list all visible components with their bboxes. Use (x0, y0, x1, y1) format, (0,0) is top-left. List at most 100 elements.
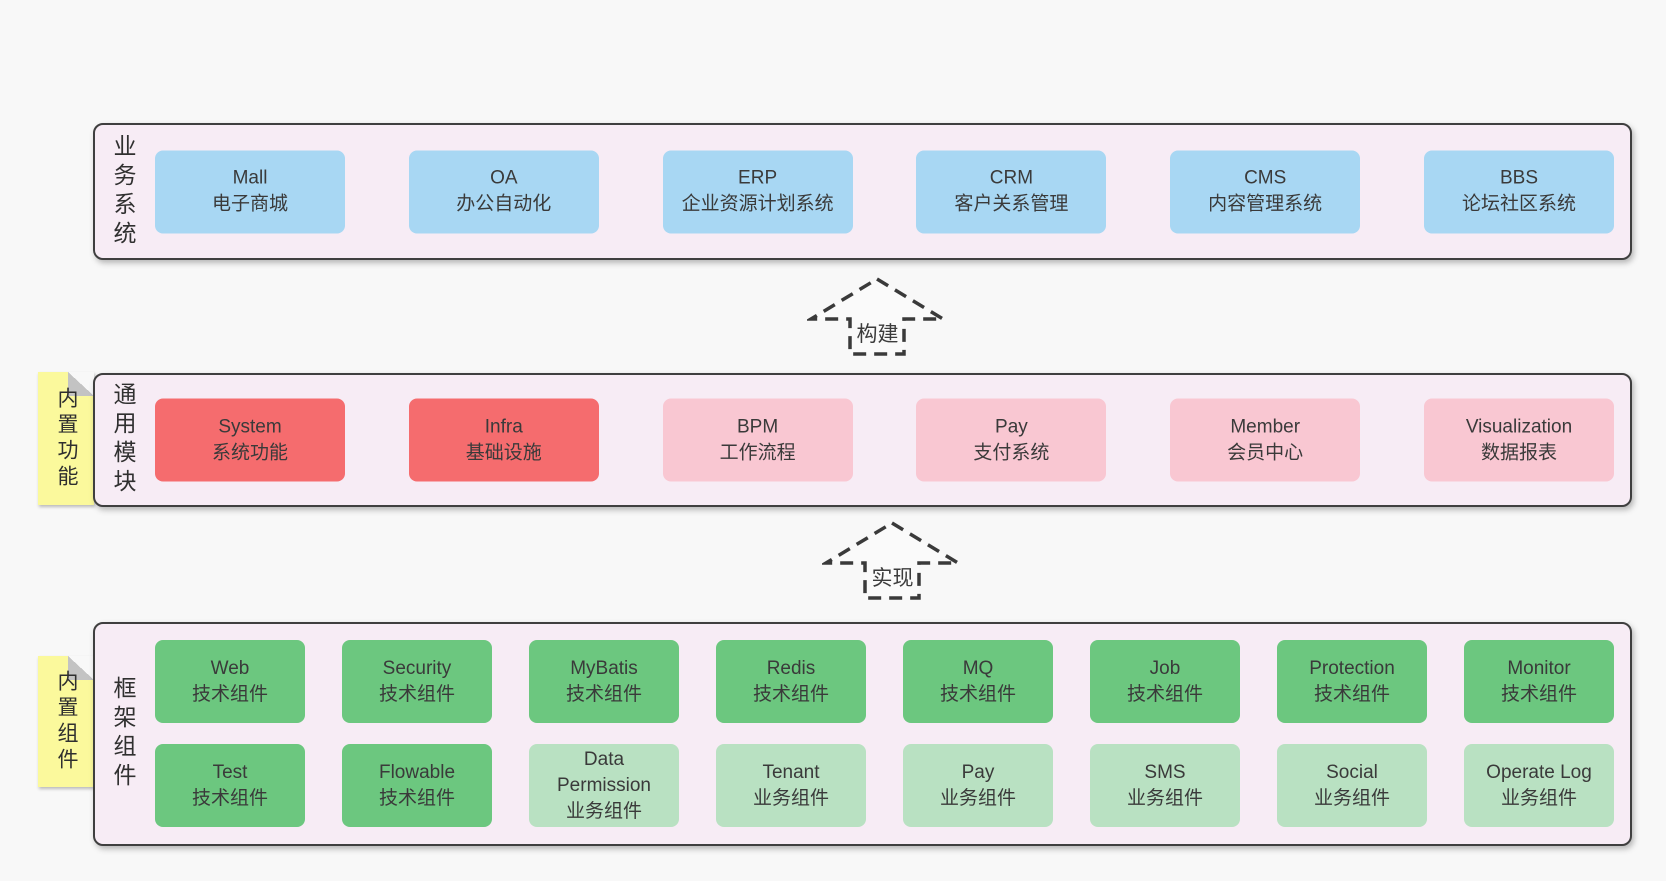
arrow-implement: 实现 (822, 519, 963, 603)
box-subtitle: 客户关系管理 (954, 193, 1069, 215)
arrow-build-label: 构建 (856, 323, 899, 346)
components-row-2: Test 技术组件 Flowable 技术组件 Data Permission … (155, 744, 1614, 827)
sticky-builtin-functions: 内置功能 (38, 372, 94, 505)
box-title: Web (210, 657, 250, 679)
box-bpm: BPM 工作流程 (662, 398, 853, 482)
box-title: Member (1230, 416, 1301, 437)
box-subtitle: 技术组件 (191, 683, 268, 705)
box-title: Pay (961, 761, 995, 783)
box-subtitle: 企业资源计划系统 (681, 193, 834, 215)
box-cms: CMS 内容管理系统 (1170, 150, 1361, 233)
box-title: Test (212, 761, 248, 783)
box-data-permission: Data Permission 业务组件 (529, 744, 679, 827)
box-subtitle: 技术组件 (1126, 683, 1203, 705)
box-infra: Infra 基础设施 (408, 398, 599, 482)
box-pay-component: Pay 业务组件 (903, 744, 1053, 827)
box-subtitle: 系统功能 (211, 442, 288, 463)
box-bbs: BBS 论坛社区系统 (1423, 150, 1614, 233)
box-subtitle: 技术组件 (939, 683, 1016, 705)
box-mall: Mall 电子商城 (155, 150, 345, 233)
box-subtitle: 业务组件 (752, 787, 829, 809)
box-title: Job (1149, 657, 1181, 679)
arrow-build: 构建 (807, 275, 948, 359)
box-tenant: Tenant 业务组件 (716, 744, 866, 827)
folded-corner-icon (68, 372, 94, 396)
box-social: Social 业务组件 (1277, 744, 1427, 827)
box-title: ERP (738, 167, 778, 189)
box-title: Infra (484, 416, 523, 437)
dashed-up-arrow-icon (822, 520, 963, 600)
section-framework-components: 框架组件 Web 技术组件 Security 技术组件 MyBatis 技术组件… (93, 622, 1632, 846)
box-security: Security 技术组件 (342, 640, 492, 723)
box-subtitle: 业务组件 (1126, 787, 1203, 809)
box-title: Security (382, 657, 452, 679)
box-title: MQ (962, 657, 994, 679)
box-subtitle: 会员中心 (1227, 442, 1304, 463)
box-title: Operate Log (1486, 761, 1592, 783)
components-row-1: Web 技术组件 Security 技术组件 MyBatis 技术组件 Redi… (155, 640, 1614, 723)
folded-corner-icon (68, 656, 94, 680)
section-business-systems: 业务系统 Mall 电子商城 OA 办公自动化 ERP 企业资源计划系统 CRM… (93, 123, 1632, 260)
box-title: Social (1326, 761, 1378, 783)
section-common-modules: 通用模块 System 系统功能 Infra 基础设施 BPM 工作流程 Pay… (93, 373, 1632, 507)
section-modules-label: 通用模块 (110, 382, 136, 498)
box-subtitle: 内容管理系统 (1208, 193, 1323, 215)
box-title: SMS (1144, 761, 1186, 783)
box-title: Flowable (378, 761, 456, 783)
box-title: Data Permission (557, 748, 651, 796)
box-subtitle: 工作流程 (719, 442, 796, 463)
box-subtitle: 技术组件 (1313, 683, 1390, 705)
box-subtitle: 数据报表 (1480, 442, 1557, 463)
box-web: Web 技术组件 (155, 640, 305, 723)
box-crm: CRM 客户关系管理 (916, 150, 1107, 233)
box-title: OA (490, 167, 518, 189)
box-subtitle: 技术组件 (378, 683, 455, 705)
box-title: CRM (989, 167, 1034, 189)
box-subtitle: 办公自动化 (456, 193, 552, 215)
box-subtitle: 业务组件 (1313, 787, 1390, 809)
box-title: Visualization (1465, 416, 1573, 437)
box-flowable: Flowable 技术组件 (342, 744, 492, 827)
box-subtitle: 业务组件 (939, 787, 1016, 809)
box-title: Protection (1309, 657, 1395, 679)
box-subtitle: 技术组件 (191, 787, 268, 809)
box-subtitle: 基础设施 (465, 442, 542, 463)
box-system: System 系统功能 (155, 398, 345, 482)
box-title: BPM (737, 416, 779, 437)
box-subtitle: 支付系统 (973, 442, 1050, 463)
box-oa: OA 办公自动化 (408, 150, 599, 233)
box-title: System (218, 416, 282, 437)
box-job: Job 技术组件 (1090, 640, 1240, 723)
box-visualization: Visualization 数据报表 (1423, 398, 1614, 482)
sticky-builtin-components: 内置组件 (38, 656, 94, 787)
box-title: MyBatis (570, 657, 638, 679)
box-subtitle: 技术组件 (1500, 683, 1577, 705)
box-operate-log: Operate Log 业务组件 (1464, 744, 1614, 827)
box-erp: ERP 企业资源计划系统 (662, 150, 853, 233)
section-business-label: 业务系统 (110, 133, 136, 250)
box-title: Mall (232, 167, 268, 189)
box-subtitle: 业务组件 (565, 800, 642, 822)
box-pay-module: Pay 支付系统 (916, 398, 1107, 482)
box-subtitle: 电子商城 (211, 193, 288, 215)
box-subtitle: 业务组件 (1500, 787, 1577, 809)
box-member: Member 会员中心 (1170, 398, 1361, 482)
business-box-row: Mall 电子商城 OA 办公自动化 ERP 企业资源计划系统 CRM 客户关系… (155, 150, 1614, 233)
box-title: Redis (766, 657, 816, 679)
box-title: CMS (1244, 167, 1287, 189)
box-title: Tenant (762, 761, 820, 783)
box-monitor: Monitor 技术组件 (1464, 640, 1614, 723)
section-components-label: 框架组件 (110, 676, 136, 792)
box-redis: Redis 技术组件 (716, 640, 866, 723)
box-subtitle: 技术组件 (565, 683, 642, 705)
modules-box-row: System 系统功能 Infra 基础设施 BPM 工作流程 Pay 支付系统… (155, 398, 1614, 482)
sticky-text: 内置功能 (55, 386, 78, 491)
box-subtitle: 论坛社区系统 (1461, 193, 1576, 215)
box-protection: Protection 技术组件 (1277, 640, 1427, 723)
box-mybatis: MyBatis 技术组件 (529, 640, 679, 723)
dashed-up-arrow-icon (807, 276, 948, 356)
box-title: Monitor (1507, 657, 1571, 679)
arrow-implement-label: 实现 (871, 567, 914, 590)
sticky-text: 内置组件 (55, 669, 78, 774)
box-subtitle: 技术组件 (752, 683, 829, 705)
